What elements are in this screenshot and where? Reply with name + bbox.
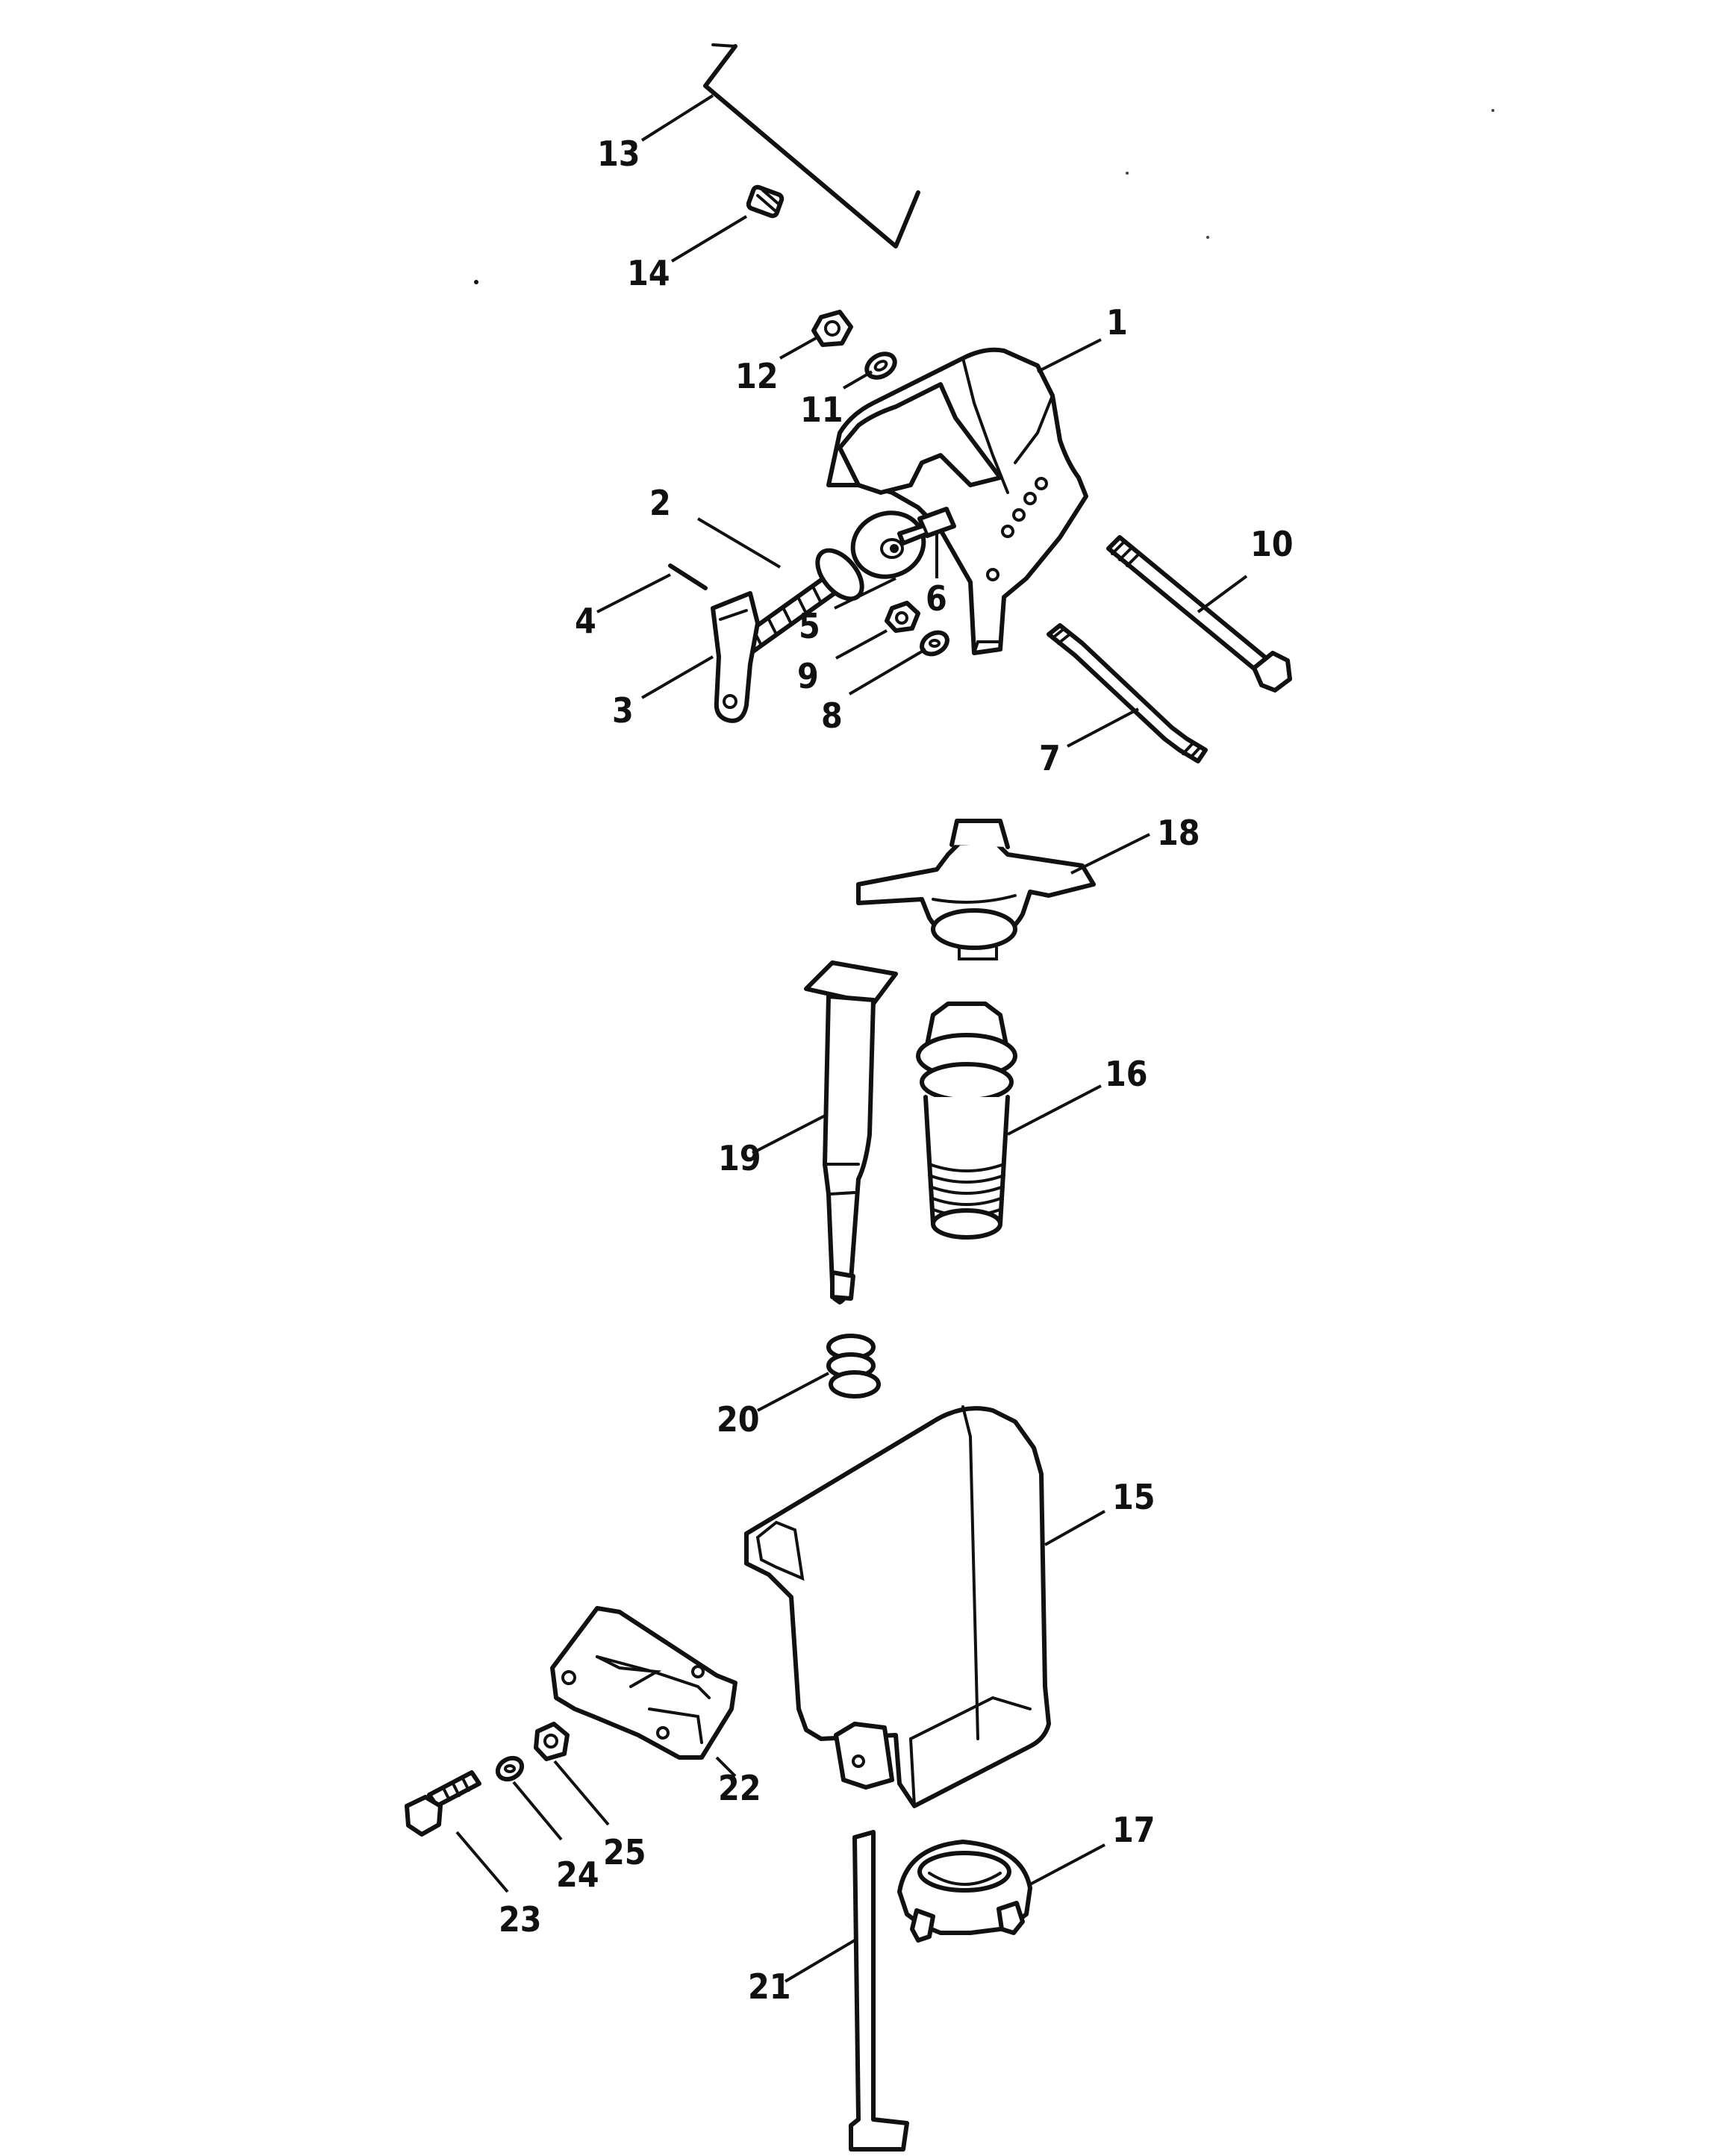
part-6-bolt [897,507,956,546]
callout-4: 4 [575,573,671,641]
callout-13: 13 [597,94,714,174]
callouts: 13 14 12 11 1 2 10 6 [455,94,1294,2007]
callout-10: 10 [1197,524,1294,613]
callout-label-24: 24 [556,1855,599,1895]
callout-5: 5 [799,577,896,646]
part-9-nut [885,601,920,633]
part-19-shaft [804,960,898,1304]
callout-3: 3 [612,655,714,731]
callout-label-17: 17 [1112,1810,1156,1850]
callout-21: 21 [748,1939,856,2007]
callout-label-21: 21 [748,1966,791,2007]
part-1-clamp-bracket [826,347,1088,655]
part-17-retaining-nut [897,1840,1032,1943]
part-20-spring [826,1334,881,1399]
callout-label-13: 13 [597,134,640,174]
callout-label-5: 5 [799,606,820,646]
callout-label-20: 20 [717,1399,760,1440]
callout-label-15: 15 [1112,1477,1156,1517]
callout-9: 9 [797,629,888,696]
callout-8: 8 [821,648,927,736]
part-12-nut [811,310,853,347]
callout-label-14: 14 [627,253,670,293]
callout-14: 14 [627,215,748,293]
callout-19: 19 [718,1114,826,1178]
part-11-washer [864,351,897,380]
part-18-wing-lock [856,819,1096,960]
callout-label-4: 4 [575,601,596,641]
callout-17: 17 [1029,1810,1156,1886]
callout-16: 16 [1007,1054,1148,1136]
callout-label-12: 12 [735,356,779,396]
part-16-tube [916,1002,1017,1240]
callout-label-1: 1 [1106,302,1128,343]
callout-15: 15 [1044,1477,1156,1546]
part-8-washer [920,630,949,657]
callout-label-9: 9 [797,656,819,696]
callout-11: 11 [800,370,873,430]
part-14-screw [746,184,785,219]
callout-label-8: 8 [821,696,843,736]
callout-label-22: 22 [718,1768,761,1808]
callout-2: 2 [649,483,782,569]
part-24-washer [495,1755,525,1782]
callout-12: 12 [735,336,818,396]
callout-18: 18 [1070,813,1200,875]
callout-7: 7 [1039,707,1139,778]
callout-label-7: 7 [1039,738,1061,778]
callout-label-19: 19 [718,1138,761,1178]
callout-label-11: 11 [800,390,843,430]
callout-label-3: 3 [612,690,634,731]
part-25-nut [534,1722,570,1761]
callout-25: 25 [553,1760,646,1872]
part-22-bracket [550,1606,737,1760]
callout-6: 6 [926,534,947,619]
part-10-long-bolt [1106,535,1292,693]
callout-label-2: 2 [649,483,671,523]
callout-label-18: 18 [1157,813,1200,853]
part-13-rod [703,43,920,249]
part-15-housing [744,1405,1051,1808]
callout-label-10: 10 [1250,524,1294,564]
callout-label-16: 16 [1105,1054,1148,1094]
callout-1: 1 [1037,302,1128,373]
part-3-handle [711,591,760,723]
callout-20: 20 [717,1372,829,1440]
callout-label-6: 6 [926,578,947,619]
callout-24: 24 [512,1781,599,1895]
part-7-stud [1047,623,1208,763]
part-4-pin [668,563,708,590]
callout-23: 23 [455,1831,542,1940]
callout-label-23: 23 [499,1899,542,1940]
scan-specks [474,109,1494,284]
part-23-bolt [405,1770,481,1837]
callout-22: 22 [715,1756,761,1808]
part-21-tab [849,1830,909,2152]
callout-label-25: 25 [603,1832,646,1872]
